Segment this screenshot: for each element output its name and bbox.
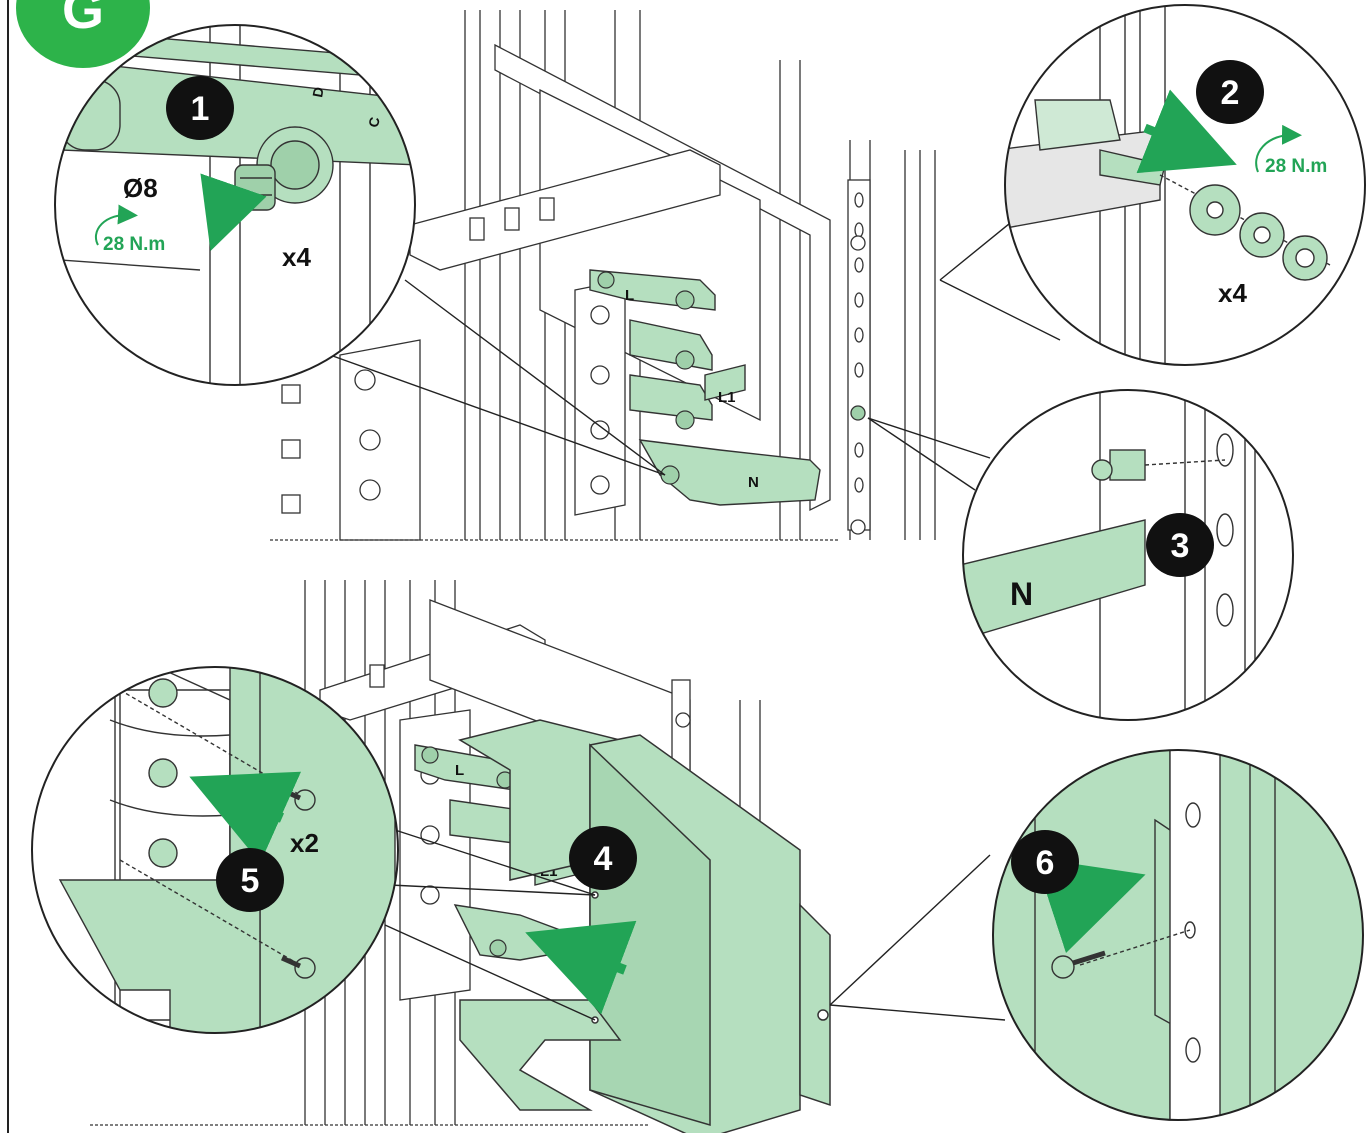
step-badge-6: 6 (1011, 830, 1079, 894)
upper-busbar-bolts (597, 271, 695, 485)
svg-text:6: 6 (1036, 844, 1055, 882)
scene-letter-d: D (309, 86, 327, 99)
bolt-size-label: Ø8 (123, 173, 158, 203)
section-letter: G (62, 0, 104, 40)
callout-leaders-upper (329, 214, 1061, 491)
step-badge-3: 3 (1146, 513, 1214, 577)
step-badge-4: 4 (569, 826, 637, 890)
svg-text:2: 2 (1221, 74, 1240, 112)
step-badge-2: 2 (1196, 60, 1264, 124)
push-arrow-icon-2 (1136, 89, 1237, 174)
quantity-label-5: x2 (290, 828, 319, 858)
busbar-label-n-detail: N (1010, 576, 1033, 612)
detail-circle-1 (54, 24, 416, 386)
section-badge: G (16, 0, 150, 68)
quantity-label-1: x4 (282, 242, 311, 272)
busbar-label-l-lower: L (455, 762, 464, 779)
busbar-l1 (629, 374, 713, 421)
torque-label-2: 28 N.m (1265, 156, 1327, 177)
busbar-label-l-top: L (625, 287, 634, 304)
svg-text:1: 1 (191, 90, 210, 128)
scene-letter-c: C (365, 116, 383, 129)
push-arrow-icon-4 (525, 920, 637, 1015)
torque-label-1: 28 N.m (103, 234, 165, 255)
quantity-label-2: x4 (1218, 278, 1247, 308)
busbar-label-n: N (748, 474, 759, 491)
svg-text:5: 5 (241, 862, 260, 900)
svg-text:4: 4 (594, 840, 613, 878)
torque-arrow-icon-1 (94, 204, 138, 246)
step-badge-5: 5 (216, 848, 284, 912)
svg-text:3: 3 (1171, 527, 1190, 565)
callout-leaders-lower (384, 829, 1006, 1021)
detail-circle-2 (1004, 4, 1366, 366)
step-badge-1: 1 (166, 76, 234, 140)
l1-tag (704, 364, 746, 401)
torque-arrow-icon-2 (1255, 124, 1302, 173)
rotate-clockwise-arrow-icon (200, 173, 267, 252)
busbar-label-l1: L1 (718, 389, 736, 406)
detail-circle-3 (962, 389, 1294, 721)
upper-cabinet-scene (270, 10, 936, 541)
push-arrow-icon-5 (189, 771, 302, 864)
push-arrow-icon-6 (1034, 857, 1146, 954)
detail-circle-6 (992, 749, 1364, 1121)
